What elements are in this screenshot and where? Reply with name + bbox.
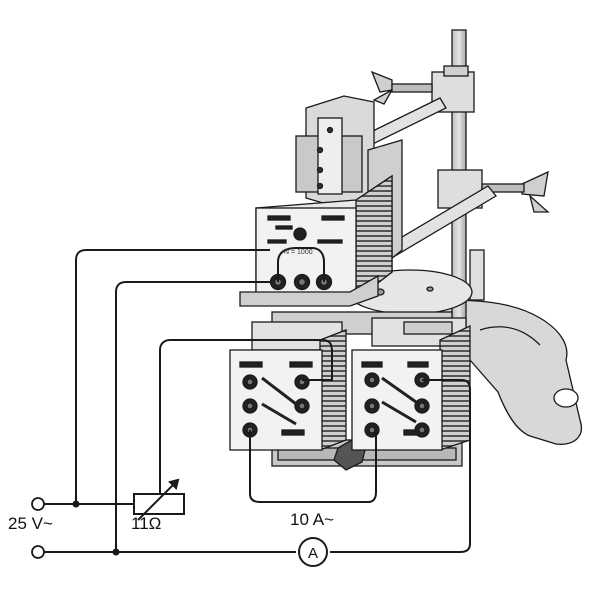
wire-right-coil-to-ammeter <box>330 379 471 553</box>
source-terminal-bottom-icon <box>31 545 45 559</box>
coil-turns-label: N = 1000 <box>284 249 313 256</box>
stand-foot-hole <box>553 388 579 408</box>
source-terminal-top-icon <box>31 497 45 511</box>
supply-voltage-label: 25 V~ <box>8 514 53 533</box>
ammeter-label: A <box>308 545 318 562</box>
lower-right-coil <box>351 317 471 451</box>
wire-top-to-source <box>75 249 270 504</box>
top-coil <box>239 95 403 307</box>
current-label: 10 A~ <box>290 510 334 529</box>
wire-coil-bridge <box>249 430 377 503</box>
junction-bottom <box>112 548 120 556</box>
wire-coil-to-source-bottom <box>115 281 270 552</box>
left-coil-sockets <box>242 374 310 438</box>
circuit-wires <box>44 247 471 553</box>
coil-base-plate <box>239 274 379 307</box>
lower-clamp-screw-icon <box>521 170 550 213</box>
junction-top <box>72 500 80 508</box>
wire-coil-loop <box>277 247 325 282</box>
right-coil-sockets <box>364 372 430 438</box>
resistance-label: 11Ω <box>131 514 162 533</box>
upper-clamp-screw-icon <box>370 70 394 105</box>
rheostat-symbol-icon <box>133 478 185 521</box>
coil-logo-icon <box>293 227 307 241</box>
lower-left-coil <box>229 321 347 451</box>
coil-sockets <box>269 273 333 291</box>
ammeter-icon <box>298 537 328 567</box>
